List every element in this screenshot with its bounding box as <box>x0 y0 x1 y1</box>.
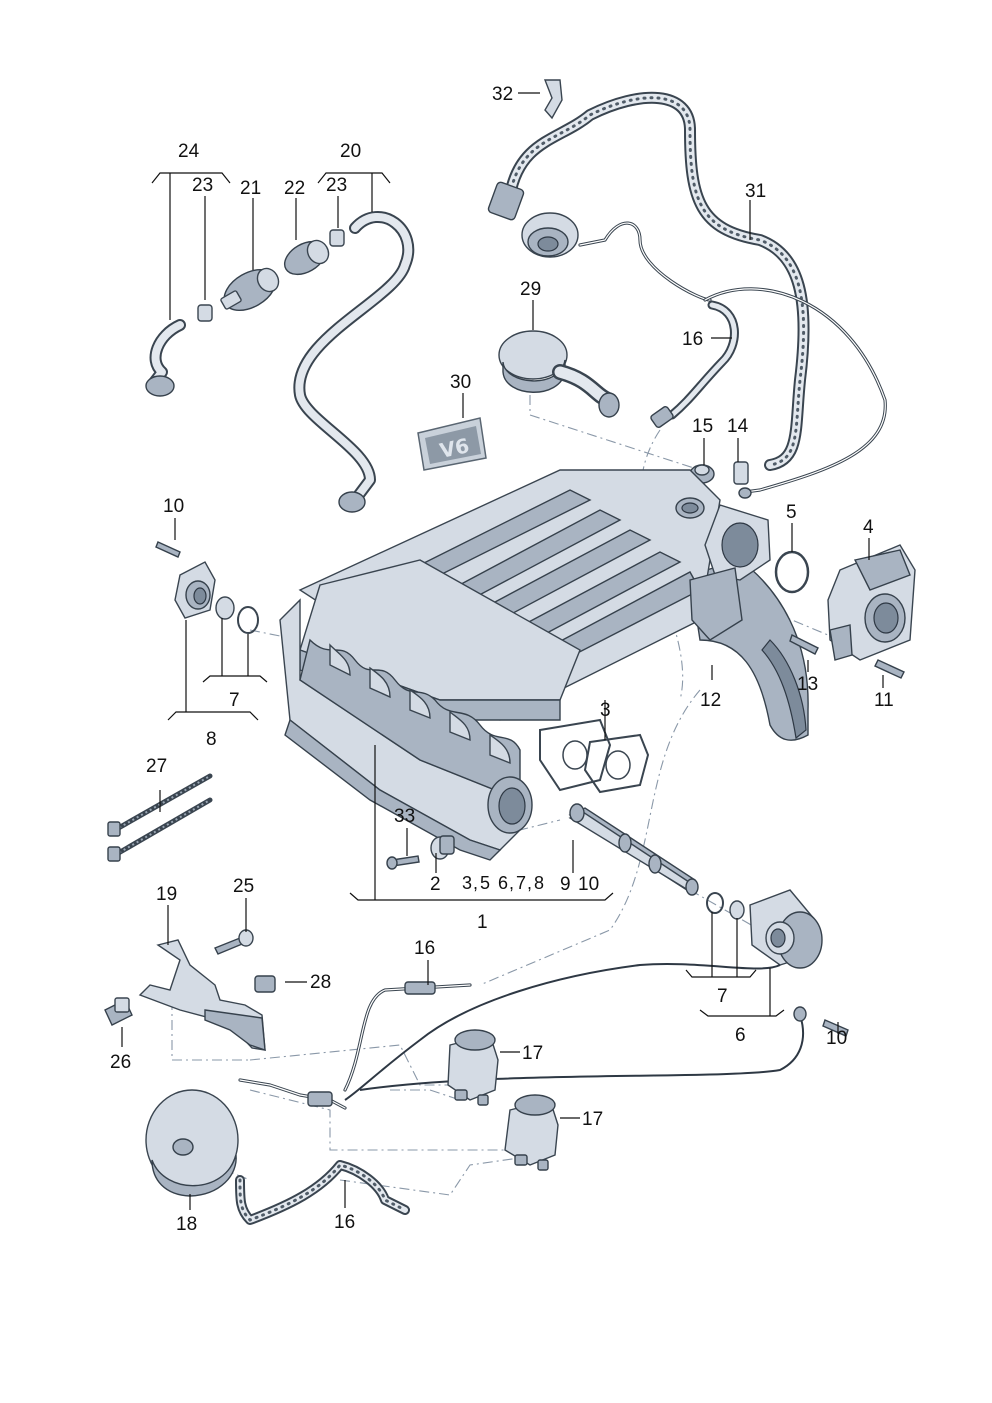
label-31: 31 <box>745 181 766 202</box>
nonreturn-valve-21 <box>220 267 280 312</box>
label-7c: 7 <box>717 986 728 1007</box>
label-28: 28 <box>310 972 331 993</box>
o-ring-7-left <box>237 606 259 634</box>
label-3b: 3 <box>462 873 472 893</box>
vacuum-line-assembly-top <box>487 79 887 499</box>
hose-clamp-23b <box>329 229 345 247</box>
label-12: 12 <box>700 690 721 711</box>
hose-end-fitting <box>145 375 175 397</box>
label-26: 26 <box>110 1052 131 1073</box>
label-2: 2 <box>430 874 441 895</box>
label-6b: 6 <box>735 1025 746 1046</box>
o-ring-7-right <box>706 892 724 914</box>
label-16c: 16 <box>334 1212 355 1233</box>
label-10b: 10 <box>578 874 599 895</box>
label-14: 14 <box>727 416 749 437</box>
label-21: 21 <box>240 178 261 199</box>
label-27: 27 <box>146 756 167 777</box>
cable-ties-27 <box>107 773 213 862</box>
label-18: 18 <box>176 1214 197 1235</box>
bracket-32 <box>543 79 563 120</box>
hose-clamp-23 <box>197 304 213 322</box>
bushing-7-right <box>729 900 745 920</box>
label-16b: 16 <box>414 938 435 959</box>
label-comma-3: , <box>527 873 532 893</box>
o-ring-5 <box>774 550 810 594</box>
grommet-28 <box>254 975 276 993</box>
label-20: 20 <box>340 141 361 162</box>
connector-22 <box>284 239 330 276</box>
bolt-11 <box>874 659 905 679</box>
label-8a: 8 <box>206 729 217 750</box>
bushing-7-left <box>215 596 235 620</box>
label-10a: 10 <box>163 496 184 517</box>
vacuum-reservoir-18 <box>145 1089 239 1197</box>
manifold-runners <box>418 489 701 663</box>
label-15: 15 <box>692 416 713 437</box>
vacuum-unit-6 <box>344 889 849 1101</box>
hose-end-fitting-20 <box>338 491 366 513</box>
bolt-13 <box>789 634 819 655</box>
v6-badge-text: V6 <box>438 433 472 463</box>
label-23b: 23 <box>326 175 347 196</box>
part-number-labels: 32 24 23 21 22 20 23 31 29 16 30 15 14 5… <box>110 84 894 1235</box>
label-30: 30 <box>450 372 471 393</box>
bolt-33-and-bushing-2 <box>386 835 455 870</box>
label-11: 11 <box>874 690 894 711</box>
label-22: 22 <box>284 178 305 199</box>
label-13: 13 <box>797 674 818 695</box>
label-6a: 6 <box>498 873 508 893</box>
label-33: 33 <box>394 806 415 827</box>
label-17b: 17 <box>582 1109 603 1130</box>
label-comma-2: , <box>509 873 514 893</box>
label-29: 29 <box>520 279 541 300</box>
hose-connector-31 <box>487 181 525 221</box>
label-7a: 7 <box>229 690 240 711</box>
label-25: 25 <box>233 876 254 897</box>
label-3a: 3 <box>600 700 611 721</box>
label-5a: 5 <box>786 502 797 523</box>
v6-badge-30: V6 <box>417 417 487 471</box>
label-7b: 7 <box>516 873 526 893</box>
label-10c: 10 <box>826 1028 847 1049</box>
throttle-valve-module-4 <box>774 544 916 679</box>
sender-26 <box>104 997 133 1026</box>
label-5b: 5 <box>480 873 490 893</box>
label-32: 32 <box>492 84 513 105</box>
label-23a: 23 <box>192 175 213 196</box>
gasket-3 <box>539 718 650 794</box>
hose-end-16-top <box>650 406 674 428</box>
label-8b: 8 <box>534 873 544 893</box>
breather-hose-assembly-left <box>145 211 415 513</box>
check-valve-top <box>521 212 579 258</box>
pressure-regulating-valve-29 <box>498 330 620 418</box>
label-1: 1 <box>477 912 488 933</box>
bolt-10-left <box>155 541 181 558</box>
leader-lines <box>121 92 884 1210</box>
label-4: 4 <box>863 517 874 538</box>
bolt-10-right <box>822 1019 849 1037</box>
vacuum-hoses-16-lower <box>235 981 472 1225</box>
label-17a: 17 <box>522 1043 543 1064</box>
solenoid-valve-17a <box>447 1029 499 1106</box>
label-comma-1: , <box>473 873 478 893</box>
restrictor-14 <box>733 461 752 499</box>
adjusting-shaft-9 <box>568 803 699 896</box>
intake-manifold-upper-1 <box>279 469 809 861</box>
flap-adapter-8 <box>155 541 259 634</box>
label-9: 9 <box>560 874 571 895</box>
solenoid-valve-17b <box>504 1094 559 1171</box>
bracket-19 <box>138 939 266 1052</box>
label-24: 24 <box>178 141 200 162</box>
label-19: 19 <box>156 884 177 905</box>
label-16a: 16 <box>682 329 703 350</box>
